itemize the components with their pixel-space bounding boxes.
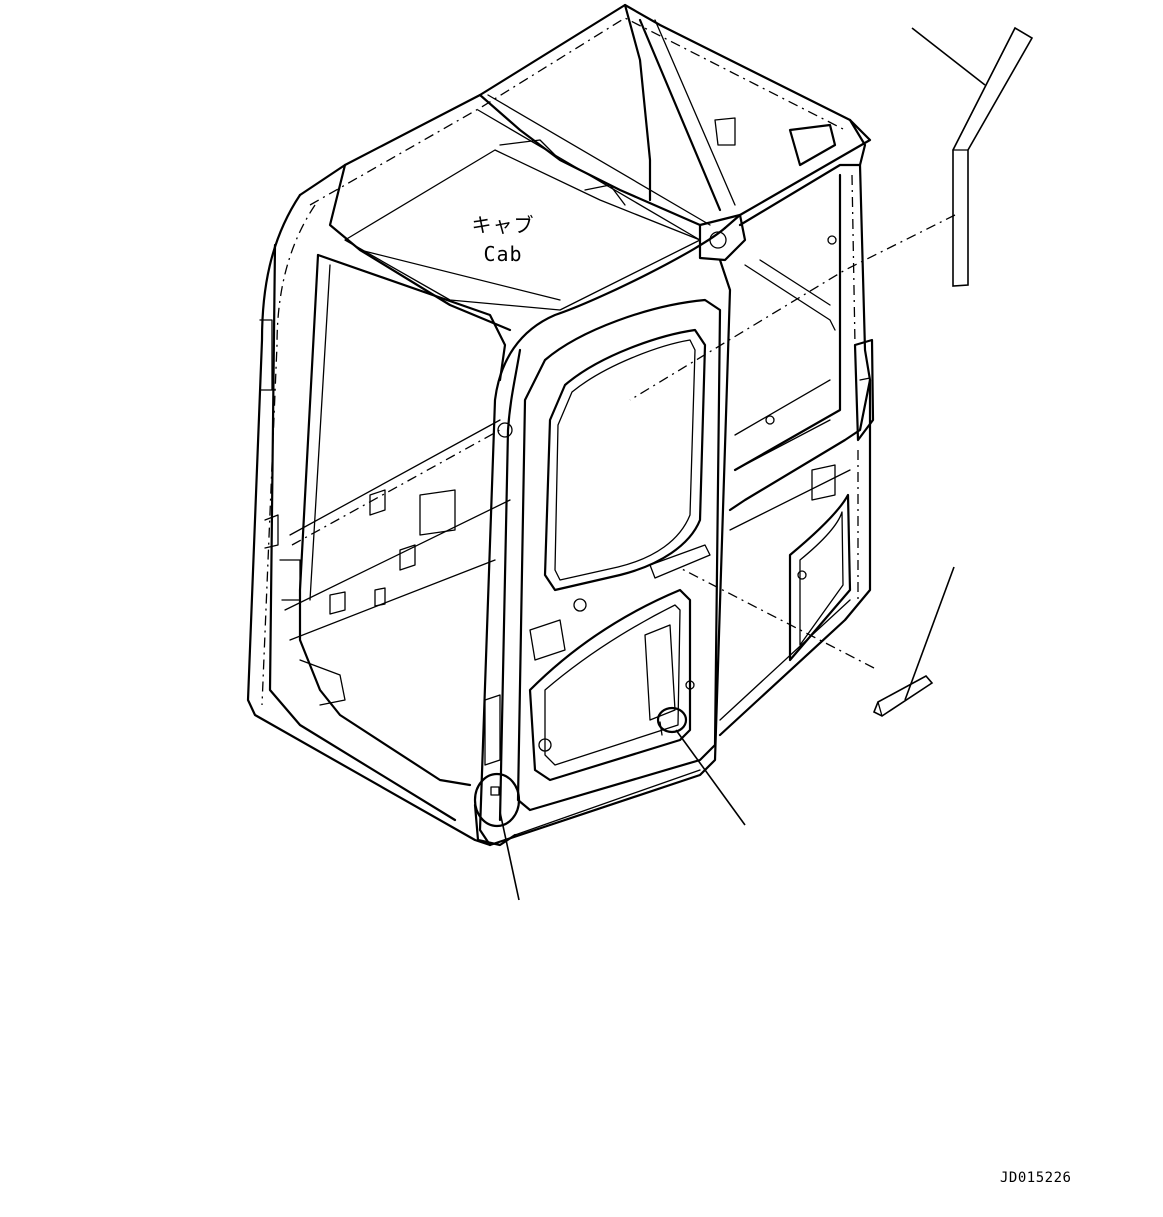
lower-weather-strip [872,674,934,717]
cab-label-japanese: キャブ [471,213,535,237]
cab-frame [298,3,872,332]
right-cap [656,706,688,736]
cab-label-english: Cab [483,242,523,266]
left-cap [473,772,521,847]
door-frame [478,213,747,847]
leader-lines [499,27,986,901]
left-side-frame [246,193,511,847]
drawing-id: JD015226 [1000,1170,1072,1186]
right-side-frame [718,163,875,737]
upper-weather-strip [952,26,1034,287]
